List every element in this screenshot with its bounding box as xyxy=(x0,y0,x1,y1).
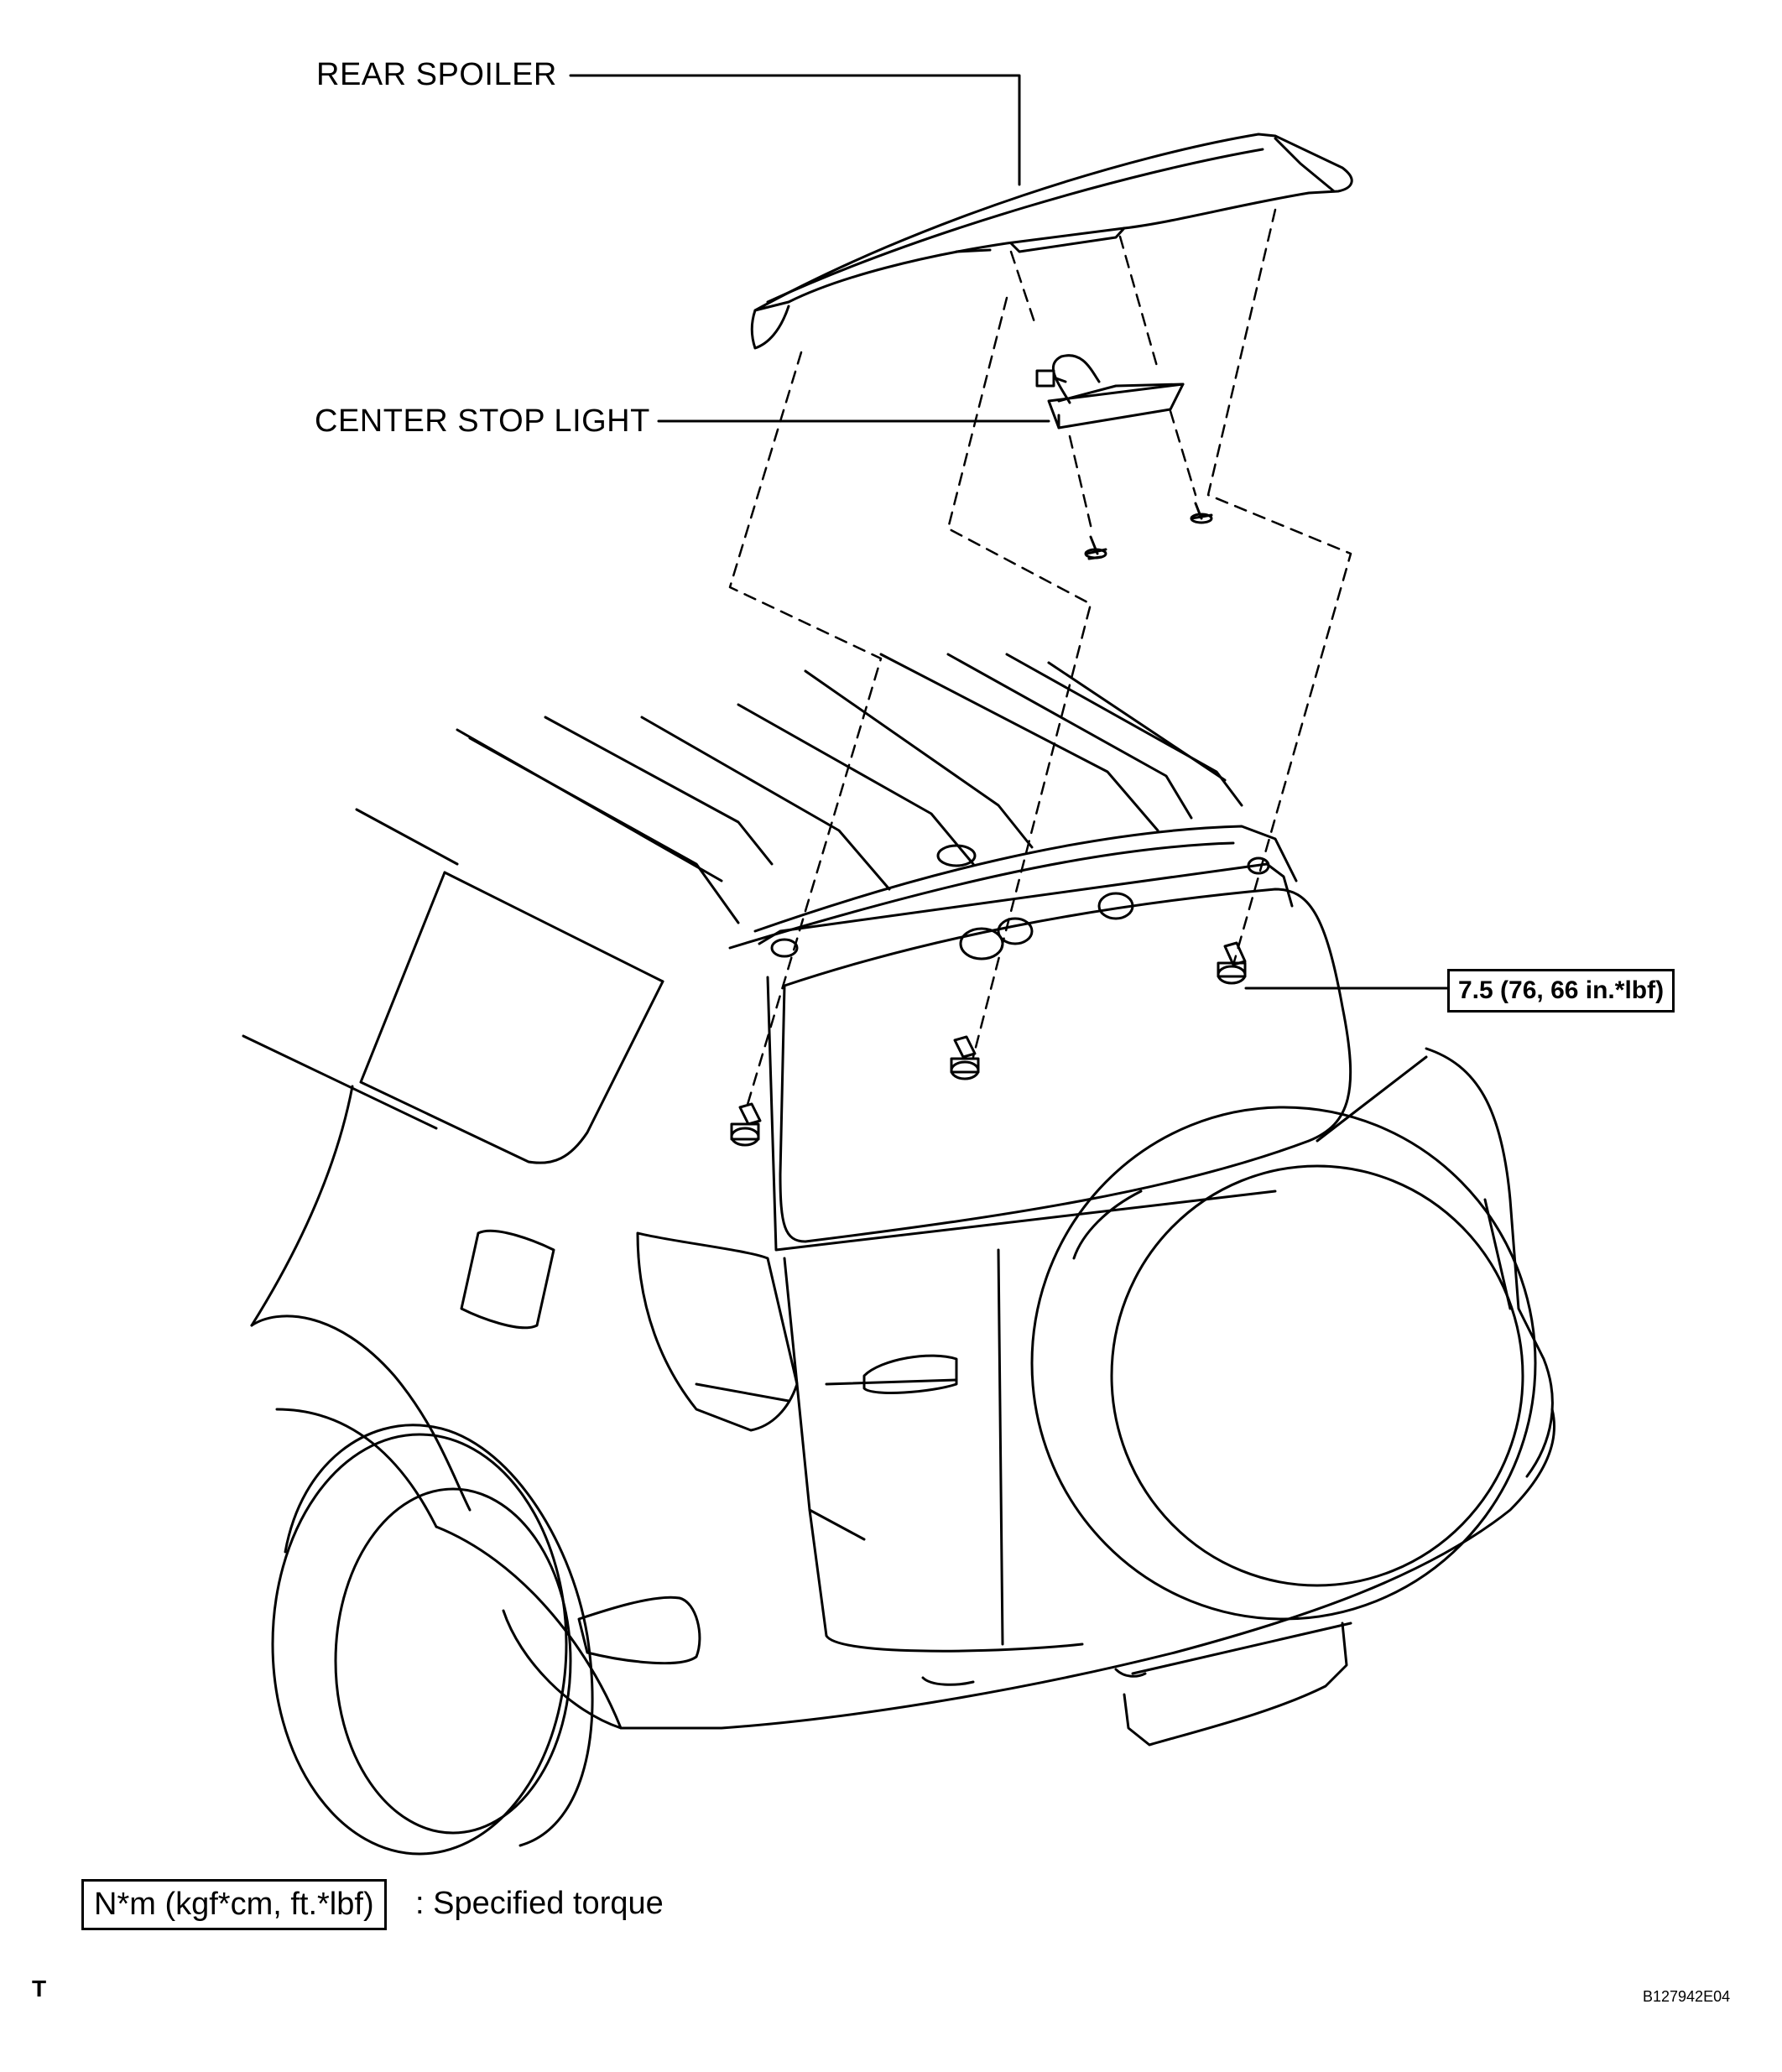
center-stop-light-part xyxy=(1035,354,1185,429)
corner-mark: T xyxy=(32,1976,47,2002)
vehicle-body xyxy=(242,653,1556,1856)
torque-legend-description: : Specified torque xyxy=(415,1886,664,1921)
figure-code: B127942E04 xyxy=(1643,1988,1731,2005)
leader-lines xyxy=(569,74,1449,990)
assembly-dash-lines xyxy=(728,208,1352,1109)
torque-spec-box: 7.5 (76, 66 in.*lbf) xyxy=(1447,969,1675,1013)
stop-light-screws xyxy=(1084,502,1213,560)
rear-spoiler-part xyxy=(750,133,1353,350)
torque-unit-legend-box: N*m (kgf*cm, ft.*lbf) xyxy=(81,1879,387,1930)
center-stop-light-label: CENTER STOP LIGHT xyxy=(315,403,650,439)
rear-spoiler-label: REAR SPOILER xyxy=(316,57,557,92)
body-nuts xyxy=(730,941,1247,1147)
